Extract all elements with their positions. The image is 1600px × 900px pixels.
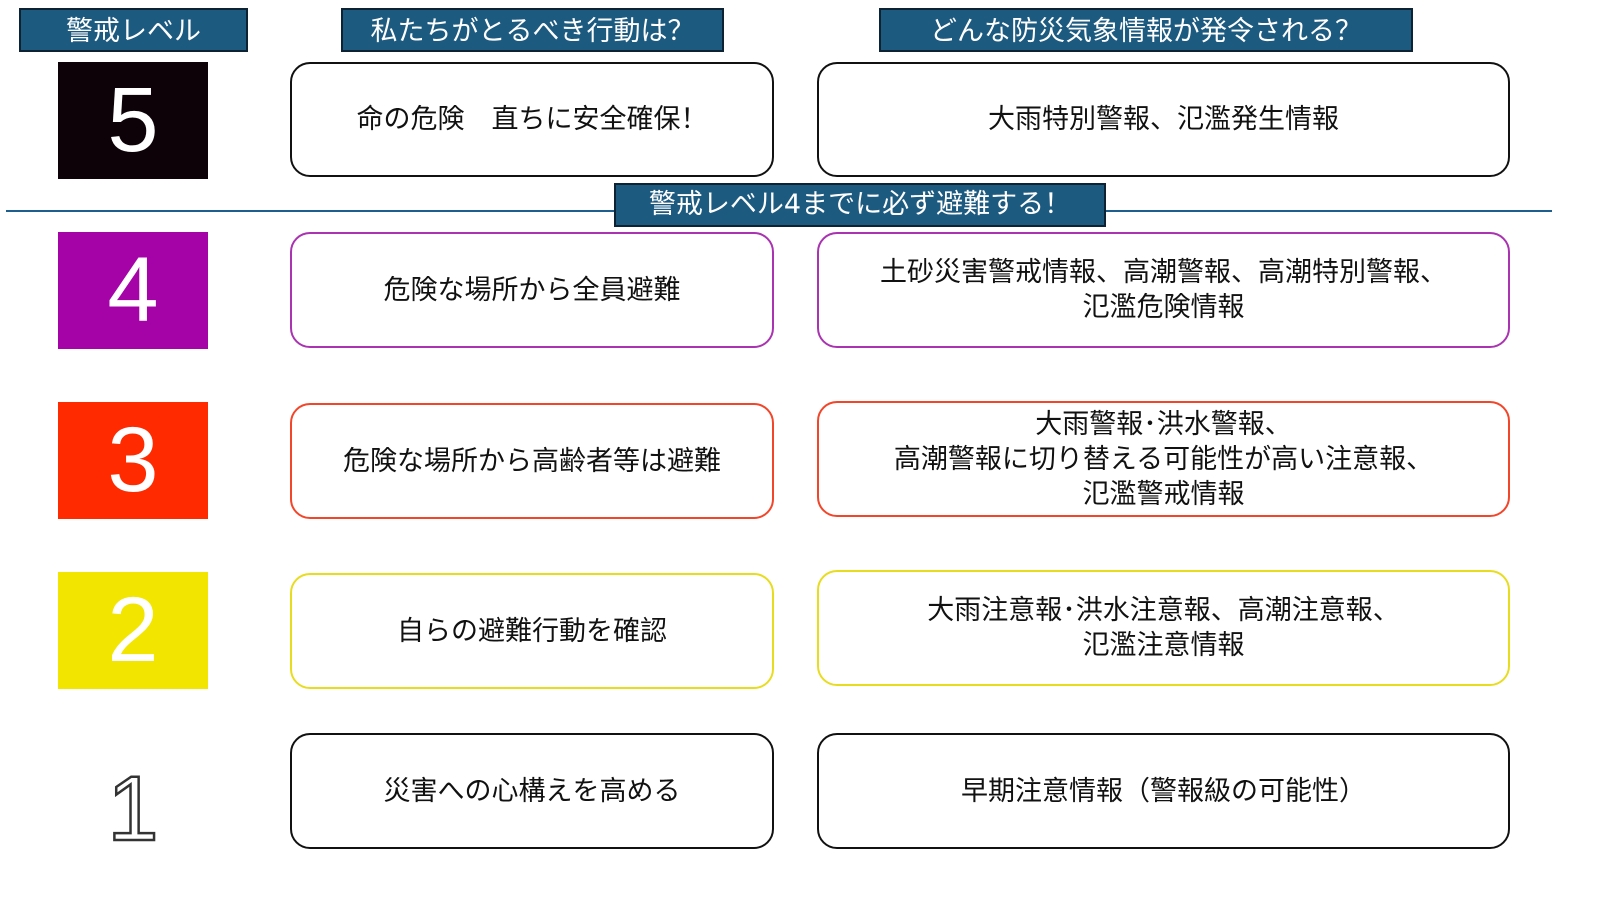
level-1-info-text: 早期注意情報（警報級の可能性） bbox=[961, 775, 1366, 807]
level-4-info-text: 土砂災害警戒情報、高潮警報、高潮特別警報、 氾濫危険情報 bbox=[880, 257, 1447, 323]
level-3-badge: 3 bbox=[58, 402, 208, 519]
level-4-action-box: 危険な場所から全員避難 bbox=[290, 232, 774, 348]
level-1-action-box: 災害への心構えを高める bbox=[290, 733, 774, 849]
level-2-badge: 2 bbox=[58, 572, 208, 689]
level-1-action-text: 災害への心構えを高める bbox=[383, 775, 681, 807]
header-alert-level: 警戒レベル bbox=[19, 8, 248, 52]
level-5-info-box: 大雨特別警報、氾濫発生情報 bbox=[817, 62, 1510, 177]
level-2-info-text: 大雨注意報･洪水注意報、高潮注意報、 氾濫注意情報 bbox=[927, 595, 1400, 661]
level-5-action-box: 命の危険 直ちに安全確保！ bbox=[290, 62, 774, 177]
level-3-info-box: 大雨警報･洪水警報、 高潮警報に切り替える可能性が高い注意報、 氾濫警戒情報 bbox=[817, 401, 1510, 517]
level-3-info-text: 大雨警報･洪水警報、 高潮警報に切り替える可能性が高い注意報、 氾濫警戒情報 bbox=[893, 408, 1434, 510]
level-5-action-text: 命の危険 直ちに安全確保！ bbox=[356, 104, 708, 135]
level-4-badge: 4 bbox=[58, 232, 208, 349]
level-3-action-box: 危険な場所から高齢者等は避難 bbox=[290, 403, 774, 519]
level-4-info-box: 土砂災害警戒情報、高潮警報、高潮特別警報、 氾濫危険情報 bbox=[817, 232, 1510, 348]
level-3-action-text: 危険な場所から高齢者等は避難 bbox=[343, 445, 721, 477]
level-1-info-box: 早期注意情報（警報級の可能性） bbox=[817, 733, 1510, 849]
level-4-action-text: 危険な場所から全員避難 bbox=[383, 274, 681, 306]
level-1-badge: 1 bbox=[58, 751, 208, 868]
level-2-action-box: 自らの避難行動を確認 bbox=[290, 573, 774, 689]
level-2-info-box: 大雨注意報･洪水注意報、高潮注意報、 氾濫注意情報 bbox=[817, 570, 1510, 686]
level-2-action-text: 自らの避難行動を確認 bbox=[397, 615, 667, 647]
header-actions: 私たちがとるべき行動は？ bbox=[341, 8, 724, 52]
header-weather-info: どんな防災気象情報が発令される？ bbox=[879, 8, 1413, 52]
level-5-info-text: 大雨特別警報、氾濫発生情報 bbox=[988, 104, 1339, 135]
evacuation-banner: 警戒レベル4までに必ず避難する！ bbox=[614, 183, 1106, 227]
level-5-badge: 5 bbox=[58, 62, 208, 179]
